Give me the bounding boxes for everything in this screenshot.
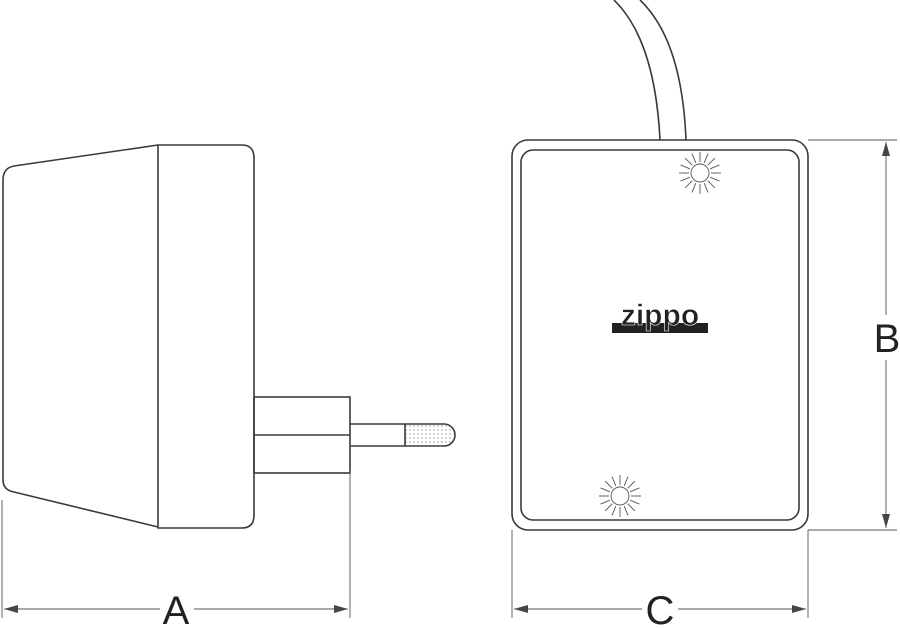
dimension-b-label: B — [874, 317, 900, 361]
led-indicator-icon — [679, 152, 721, 194]
adapter-inner-panel — [520, 149, 800, 521]
side-view — [2, 144, 456, 529]
dimension-c: C — [511, 530, 809, 628]
power-cable — [613, 0, 687, 141]
adapter-body — [157, 144, 255, 529]
front-view: zippo — [511, 0, 809, 531]
plug-pin — [350, 423, 456, 447]
dimension-c-label: C — [646, 589, 675, 628]
zippo-logo: zippo — [612, 299, 708, 333]
adapter-front-face — [2, 144, 159, 528]
plug-base — [253, 396, 351, 474]
dimension-a-label: A — [163, 589, 190, 628]
adapter-outer-frame — [511, 139, 809, 531]
svg-text:zippo: zippo — [621, 299, 699, 332]
dimension-b: B — [808, 139, 900, 531]
led-indicator-icon — [599, 475, 641, 517]
dimension-a: A — [1, 470, 351, 628]
